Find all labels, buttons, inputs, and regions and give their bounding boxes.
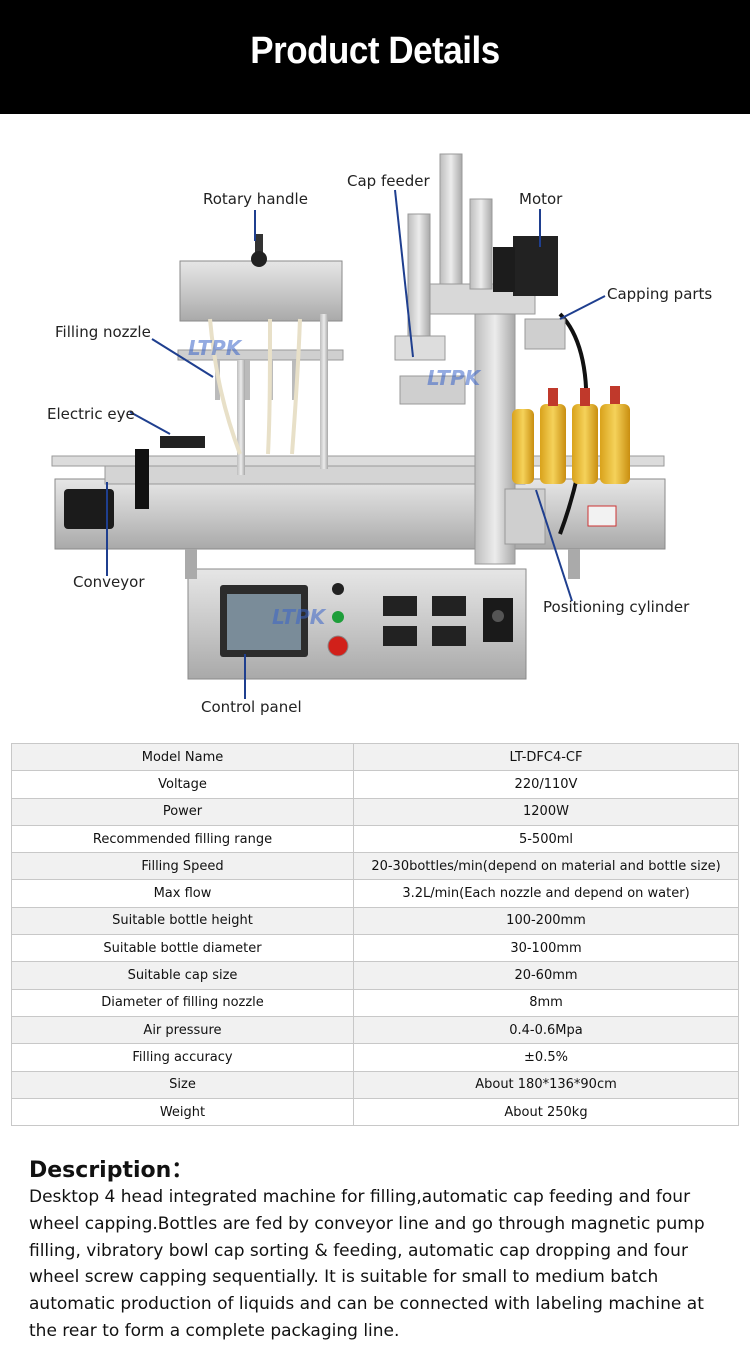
speed-dial bbox=[492, 610, 504, 622]
spec-key: Recommended filling range bbox=[11, 824, 354, 854]
conveyor-motor bbox=[64, 489, 114, 529]
conveyor-guide-rail bbox=[51, 455, 665, 467]
electric-eye-sensor bbox=[160, 436, 205, 448]
machine-illustration: LTPK LTPK LTPK bbox=[51, 153, 666, 699]
watermark-2: LTPK bbox=[427, 366, 482, 390]
spec-key: Model Name bbox=[11, 742, 354, 772]
control-knob bbox=[332, 583, 344, 595]
spec-value: 3.2L/min(Each nozzle and depend on water… bbox=[353, 879, 739, 908]
spec-key: Filling accuracy bbox=[11, 1043, 354, 1072]
conveyor-belt bbox=[104, 465, 526, 485]
label-conveyor: Conveyor bbox=[73, 573, 145, 591]
spec-key: Diameter of filling nozzle bbox=[11, 988, 354, 1017]
description-body: Desktop 4 head integrated machine for fi… bbox=[29, 1187, 705, 1341]
spec-value: 20-60mm bbox=[353, 961, 739, 990]
display-2 bbox=[432, 596, 466, 616]
spec-value: 20-30bottles/min(depend on material and … bbox=[353, 852, 739, 881]
watermark-3: LTPK bbox=[272, 605, 327, 629]
label-control-panel: Control panel bbox=[201, 698, 302, 716]
filling-nozzle-4 bbox=[292, 360, 297, 400]
green-button bbox=[332, 611, 344, 623]
watermark-1: LTPK bbox=[188, 336, 243, 360]
label-electric-eye: Electric eye bbox=[47, 405, 135, 423]
capping-head bbox=[399, 375, 466, 405]
conveyor-bed bbox=[54, 478, 666, 550]
spec-key: Max flow bbox=[11, 879, 354, 908]
cylinder-2 bbox=[469, 198, 493, 290]
tube-3 bbox=[290, 318, 302, 455]
page-title: Product Details bbox=[250, 30, 500, 72]
spec-value: ±0.5% bbox=[353, 1043, 739, 1072]
cap-feeder-head bbox=[394, 335, 446, 361]
spec-value: About 250kg bbox=[353, 1097, 739, 1127]
spec-value: 1200W bbox=[353, 797, 739, 826]
spec-value: 220/110V bbox=[353, 770, 739, 799]
filling-head-box bbox=[179, 260, 343, 322]
label-filling-nozzle: Filling nozzle bbox=[55, 323, 151, 341]
spec-key: Size bbox=[11, 1070, 354, 1099]
spec-key: Power bbox=[11, 797, 354, 826]
filling-post-right bbox=[320, 314, 328, 469]
cylinder-1 bbox=[439, 153, 463, 285]
spec-key: Voltage bbox=[11, 770, 354, 799]
rotary-handle bbox=[255, 234, 263, 262]
display-1 bbox=[383, 596, 417, 616]
spec-key: Weight bbox=[11, 1097, 354, 1127]
filling-post-left bbox=[237, 360, 245, 475]
capping-parts bbox=[524, 318, 566, 350]
description-title: Description： bbox=[29, 1158, 194, 1183]
motor-2 bbox=[493, 247, 515, 292]
emergency-stop bbox=[327, 635, 349, 657]
tube-1 bbox=[208, 318, 242, 455]
spec-value: LT-DFC4-CF bbox=[353, 742, 739, 772]
machine-figure: LTPK LTPK LTPK Rotary handle Cap feeder … bbox=[0, 114, 750, 734]
label-cap-feeder: Cap feeder bbox=[347, 172, 430, 190]
spec-value: 5-500ml bbox=[353, 824, 739, 854]
spec-key: Air pressure bbox=[11, 1015, 354, 1045]
display-4 bbox=[432, 626, 466, 646]
leader-lines bbox=[106, 189, 606, 699]
spec-key: Suitable bottle height bbox=[11, 906, 354, 936]
spec-value: About 180*136*90cm bbox=[353, 1070, 739, 1099]
spec-row: Filling accuracy±0.5% bbox=[11, 1043, 739, 1072]
spec-key: Suitable bottle diameter bbox=[11, 934, 354, 963]
label-capping-parts: Capping parts bbox=[607, 285, 713, 303]
spec-value: 8mm bbox=[353, 988, 739, 1017]
touchscreen bbox=[227, 594, 301, 650]
label-positioning-cylinder: Positioning cylinder bbox=[543, 598, 690, 616]
motor-body bbox=[513, 236, 558, 296]
display-3 bbox=[383, 626, 417, 646]
header-banner: Product Details bbox=[0, 0, 750, 114]
bottles bbox=[512, 386, 630, 484]
tube-2 bbox=[266, 318, 272, 455]
spec-value: 100-200mm bbox=[353, 906, 739, 936]
spec-key: Filling Speed bbox=[11, 852, 354, 881]
filling-nozzle-2 bbox=[245, 360, 250, 400]
spec-value: 0.4-0.6Mpa bbox=[353, 1015, 739, 1045]
warning-label bbox=[587, 505, 617, 527]
spec-key: Suitable cap size bbox=[11, 961, 354, 990]
label-rotary-handle: Rotary handle bbox=[203, 190, 308, 208]
cap-feeder-chute bbox=[407, 213, 431, 345]
label-motor: Motor bbox=[519, 190, 563, 208]
spec-value: 30-100mm bbox=[353, 934, 739, 963]
